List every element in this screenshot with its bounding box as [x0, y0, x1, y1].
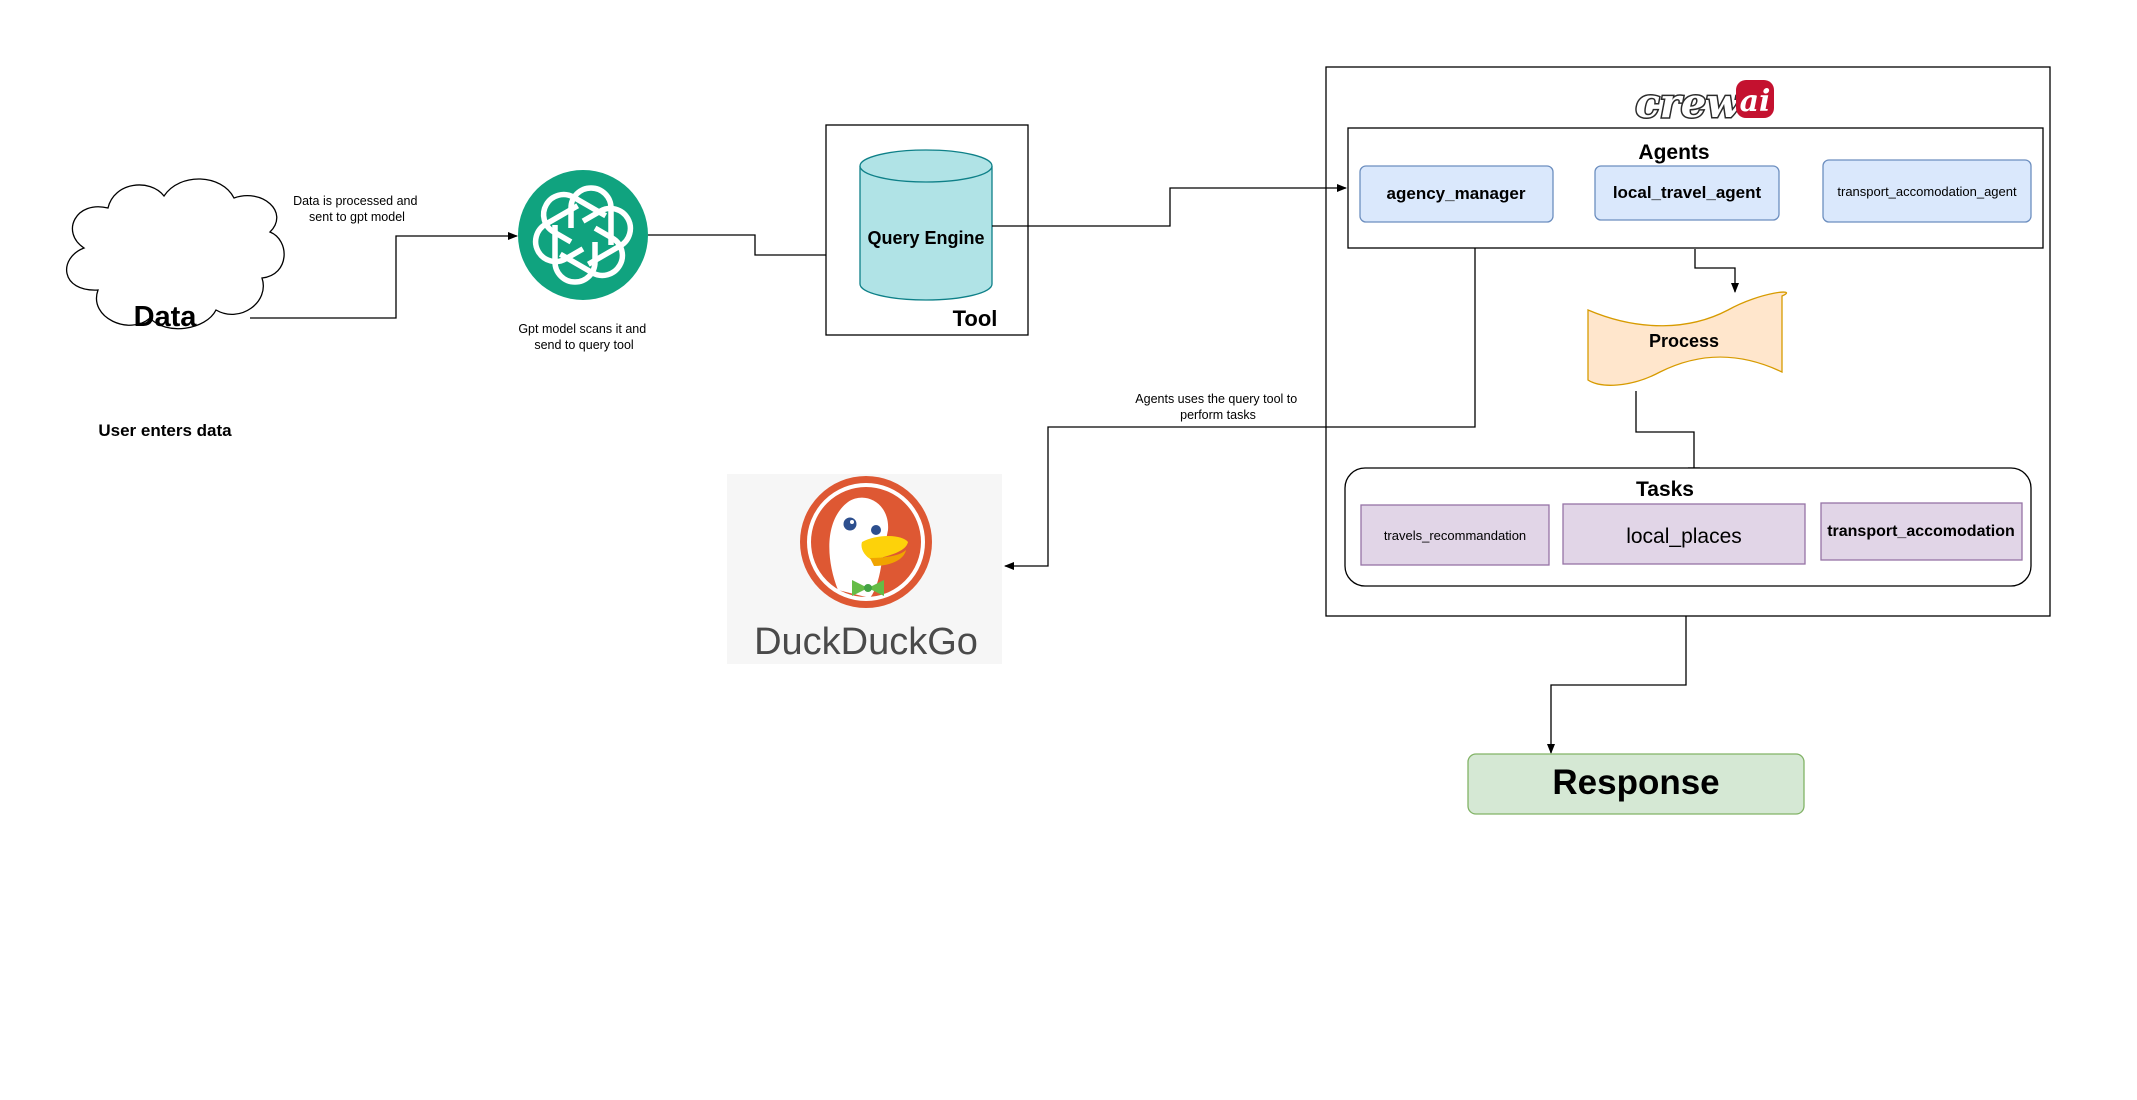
task-card-box — [1820, 502, 2023, 561]
tool-title: Tool — [953, 306, 998, 331]
task-label: local_places — [1626, 525, 1742, 548]
task-label: travels_recommandation — [1384, 528, 1526, 543]
database-cylinder-icon — [859, 149, 993, 301]
agent-label: transport_accomodation_agent — [1837, 184, 2017, 199]
duckduckgo-search-node[interactable]: DuckDuckGo — [727, 474, 1002, 664]
edge-tool-to-agents — [992, 184, 1347, 227]
openai-logo-icon — [532, 185, 634, 285]
agent-card-box — [1822, 159, 2032, 223]
agent-card[interactable]: local_travel_agent — [1594, 165, 1780, 221]
agent-card-box — [1594, 165, 1780, 221]
edge-data-to-gpt — [250, 232, 518, 319]
agent-card[interactable]: agency_manager — [1359, 165, 1554, 223]
edge-crew-to-response — [1547, 616, 1687, 754]
task-card[interactable]: local_places — [1562, 503, 1806, 565]
task-card-box — [1360, 504, 1550, 566]
edge-gpt-to-tool — [648, 234, 859, 259]
response-node[interactable]: Response — [1467, 753, 1805, 815]
user-input-cloud[interactable]: Data — [66, 178, 285, 333]
agent-label: agency_manager — [1387, 184, 1526, 203]
agents-title: Agents — [1638, 141, 1709, 164]
crewai-logo: crew ai — [1634, 79, 1774, 129]
edge-agents-to-process — [1694, 249, 1739, 293]
svg-text:ai: ai — [1740, 84, 1771, 119]
task-label: transport_accomodation — [1827, 523, 2015, 540]
agent-card-box — [1359, 165, 1554, 223]
duckduckgo-logo-icon — [800, 476, 932, 608]
process-shape — [1587, 291, 1788, 386]
cloud-label: Data — [134, 301, 198, 333]
edge-label-agents-to-search: Agents uses the query tool to perform ta… — [1135, 392, 1300, 422]
edge-process-to-tasks — [1635, 391, 1695, 468]
crewai-frame — [1325, 66, 2051, 617]
agent-card[interactable]: transport_accomodation_agent — [1822, 159, 2032, 223]
process-label: Process — [1649, 331, 1719, 351]
process-node[interactable]: Process — [1587, 291, 1788, 386]
task-card[interactable]: travels_recommandation — [1360, 504, 1550, 566]
gpt-model-node[interactable] — [518, 170, 648, 300]
query-engine-label: Query Engine — [867, 228, 984, 248]
response-box — [1467, 753, 1805, 815]
task-card[interactable]: transport_accomodation — [1820, 502, 2023, 561]
response-label: Response — [1552, 763, 1719, 802]
tasks-title: Tasks — [1636, 478, 1694, 501]
svg-text:crew: crew — [1635, 80, 1742, 127]
agent-label: local_travel_agent — [1613, 183, 1762, 202]
cloud-shape — [66, 178, 285, 330]
duckduckgo-wordmark: DuckDuckGo — [754, 621, 978, 663]
edge-agents-to-search — [1004, 245, 1476, 570]
tool-container[interactable]: Query Engine Tool — [825, 124, 1029, 336]
task-card-box — [1562, 503, 1806, 565]
edge-label-data-to-gpt: Data is processed and sent to gpt model — [293, 194, 421, 224]
crewai-container[interactable]: crew ai Agents agency_manager local_trav… — [1325, 66, 2051, 617]
gpt-caption: Gpt model scans it and send to query too… — [518, 322, 649, 352]
user-input-caption: User enters data — [98, 421, 232, 440]
